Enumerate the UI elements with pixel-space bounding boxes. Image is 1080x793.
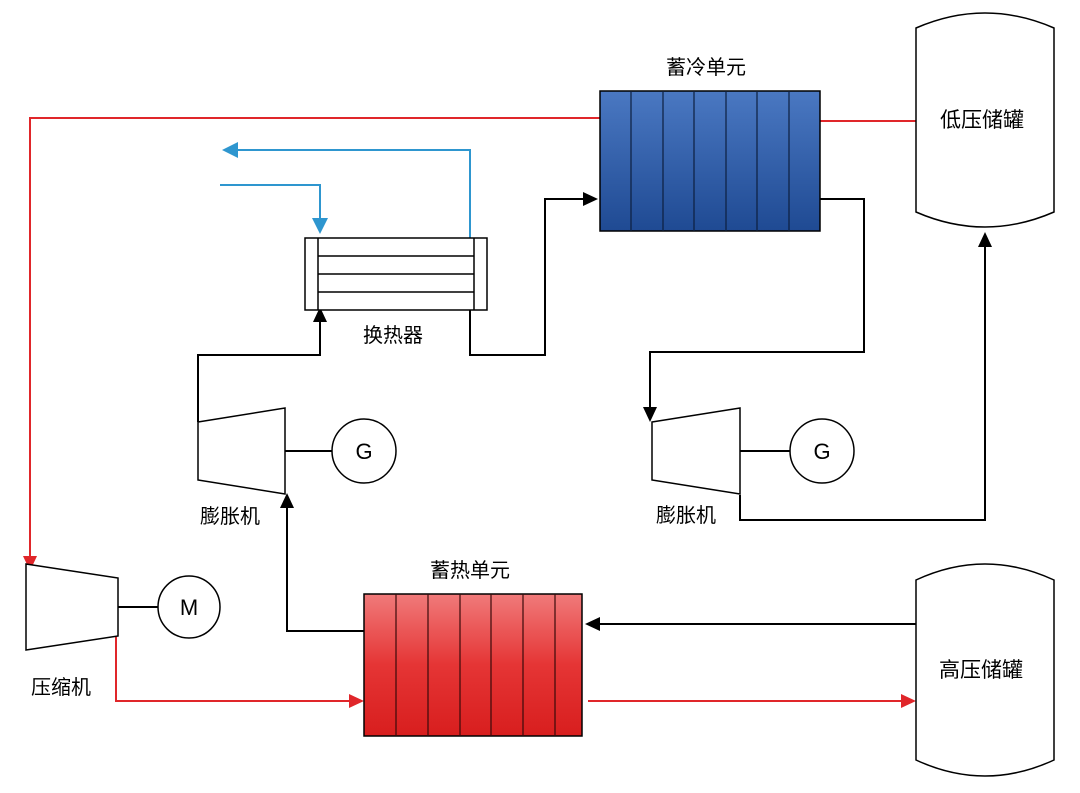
heat-exchanger-label: 换热器 [363, 323, 423, 347]
generator-left-label: G [355, 439, 372, 464]
expander-left-label: 膨胀机 [200, 504, 260, 528]
generator-right-circle [789, 418, 855, 484]
air-line-cold-unit-to-compressor [29, 117, 600, 558]
generator-left-circle [331, 418, 397, 484]
expander-right-label: 膨胀机 [656, 503, 716, 527]
motor-label: M [180, 595, 198, 620]
compressor-shape [25, 563, 119, 651]
high-pressure-tank [915, 563, 1055, 777]
arrow-into-expander-left [280, 493, 294, 508]
low-pressure-tank-label: 低压储罐 [940, 108, 1024, 132]
water-in-line [220, 184, 321, 220]
low-pressure-tank [915, 12, 1055, 228]
expander-left-shape [197, 407, 286, 495]
heat-storage-label: 蓄热单元 [430, 558, 510, 582]
air-line-compressor-to-heat-unit [115, 637, 352, 702]
arrow-into-cold-unit [583, 192, 598, 206]
line-expander-left-to-heat-exchanger [197, 320, 321, 422]
motor-circle [157, 575, 221, 639]
water-out-arrow [222, 142, 238, 158]
cold-storage-unit [599, 90, 821, 232]
heat-exchanger [304, 237, 488, 311]
expander-right-shape [651, 407, 741, 495]
generator-right-label: G [813, 439, 830, 464]
arrow-into-compressor [23, 556, 37, 571]
compressor-label: 压缩机 [31, 675, 91, 699]
high-pressure-tank-label: 高压储罐 [939, 658, 1023, 682]
arrow-into-heat-exchanger [313, 307, 327, 322]
water-in-arrow [312, 218, 328, 234]
blue-water-lines [220, 149, 471, 238]
black-lines [118, 198, 986, 632]
water-out-line [236, 149, 471, 238]
black-arrowheads [280, 192, 992, 631]
arrow-into-high-tank [901, 694, 916, 708]
arrow-into-heat-unit-from-high-tank [585, 617, 600, 631]
line-expander-right-to-low-tank [739, 245, 986, 521]
red-arrowheads [23, 556, 916, 708]
cold-storage-label: 蓄冷单元 [666, 55, 746, 79]
line-heat-unit-to-expander-left [286, 505, 364, 632]
line-heat-exchanger-to-cold-unit [469, 198, 586, 356]
arrow-into-heat-unit [349, 694, 364, 708]
line-cold-unit-to-expander-right [649, 198, 865, 408]
blue-arrowheads [222, 142, 328, 234]
arrow-into-expander-right [643, 407, 657, 422]
arrow-into-low-tank [978, 232, 992, 247]
heat-storage-unit [363, 593, 583, 737]
red-air-lines [29, 117, 916, 702]
